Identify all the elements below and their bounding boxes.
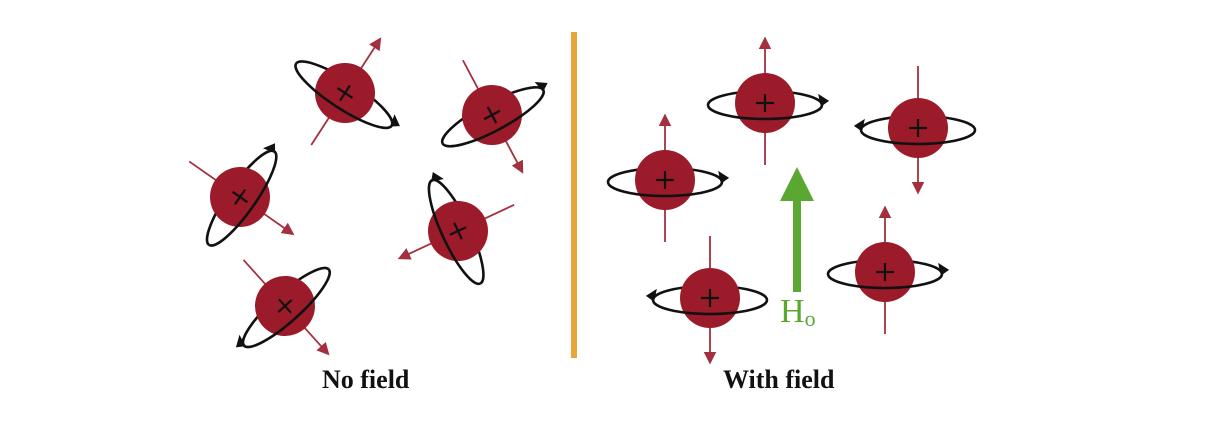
plus-sign	[449, 226, 467, 236]
orbit-front	[441, 89, 545, 148]
no-field-caption: No field	[322, 365, 410, 394]
field-arrow-icon	[780, 167, 814, 292]
orbit-front	[651, 299, 769, 316]
proton-with-field-4	[826, 205, 950, 334]
with-field-caption: With field	[723, 365, 835, 394]
rotation-arrow-icon	[263, 143, 276, 154]
proton-no-field-2	[440, 59, 548, 174]
orbit-front	[427, 179, 481, 286]
rotation-arrow-icon	[818, 93, 830, 107]
orbit-front	[859, 129, 977, 146]
rotation-arrow-icon	[718, 170, 730, 184]
proton-with-field-2	[853, 66, 977, 195]
orbit-front	[706, 104, 824, 121]
rotation-arrow-icon	[938, 262, 950, 276]
plus-sign	[339, 84, 351, 102]
rotation-arrow-icon	[645, 288, 657, 302]
proton-no-field-4	[397, 171, 515, 286]
plus-sign	[231, 190, 249, 204]
orbit-front	[294, 62, 393, 130]
rotation-arrow-icon	[389, 114, 400, 127]
proton-with-field-3	[606, 113, 730, 242]
no-field-panel	[188, 37, 548, 356]
rotation-arrow-icon	[431, 171, 444, 182]
orbit-front	[243, 268, 332, 349]
with-field-panel	[606, 36, 977, 365]
proton-no-field-5	[235, 259, 332, 356]
proton-with-field-5	[645, 236, 769, 365]
rotation-arrow-icon	[853, 118, 865, 132]
proton-no-field-3	[188, 143, 295, 247]
proton-no-field-1	[294, 37, 400, 146]
proton-with-field-1	[706, 36, 830, 165]
rotation-arrow-icon	[534, 82, 548, 92]
plus-sign	[486, 106, 498, 124]
orbit-front	[606, 181, 724, 198]
orbit-front	[208, 150, 278, 247]
plus-sign	[278, 298, 292, 314]
orbit-front	[826, 273, 944, 290]
rotation-arrow-icon	[235, 334, 246, 348]
field-label: Ho	[780, 293, 816, 331]
